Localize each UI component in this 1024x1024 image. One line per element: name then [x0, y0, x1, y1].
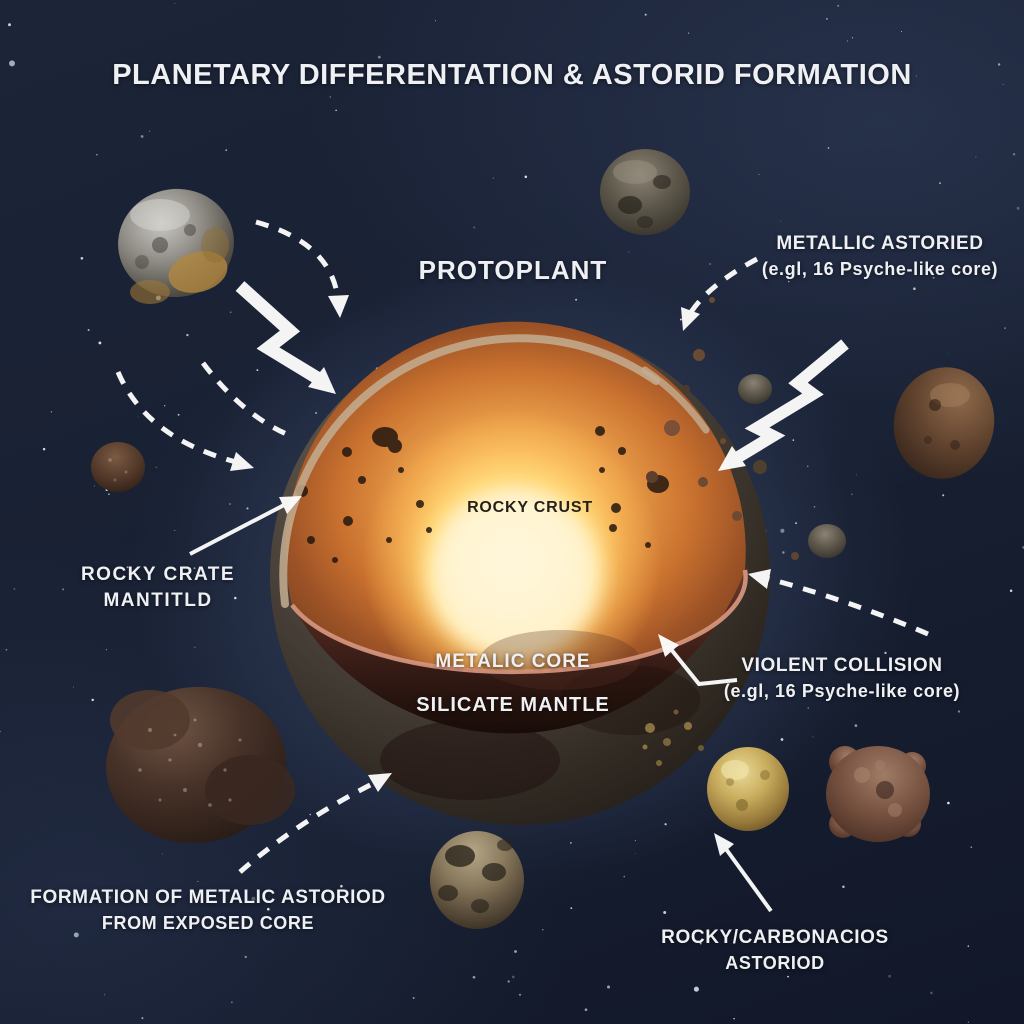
callout-rocky-carbonaceous-line1: ROCKY/CARBONACIOS — [661, 927, 889, 948]
callout-rocky-carbonaceous: ROCKY/CARBONACIOS ASTORIOD — [661, 925, 889, 976]
cut-plane-rim — [290, 569, 748, 675]
pointer-arrow-violent-collision — [668, 646, 738, 687]
debris-trail-golden — [642, 709, 704, 766]
callout-formation-line2: FROM EXPOSED CORE — [101, 913, 315, 934]
asteroid-metallic-grey-gold — [118, 188, 234, 304]
lower-hemisphere-texture — [380, 630, 700, 800]
callout-metallic-asteroid-line2: (e.gl, 16 Psyche-like core) — [761, 259, 999, 280]
impact-zigzag-arrow-right — [731, 339, 849, 465]
callout-rocky-crate-line1: ROCKY CRATE — [80, 564, 236, 585]
callout-formation-line1: FORMATION OF METALIC ASTORIOD — [30, 887, 386, 908]
asteroid-bumpy-bottom-right — [826, 746, 930, 842]
asteroid-brown-right — [893, 367, 995, 479]
callout-formation-exposed-core: FORMATION OF METALIC ASTORIOD FROM EXPOS… — [30, 885, 386, 936]
callout-violent-collision-line2: (e.gl, 16 Psyche-like core) — [723, 681, 961, 702]
asteroid-small-left — [91, 442, 145, 492]
dashed-arrow-top-left — [255, 219, 341, 301]
planet-lower-hemisphere — [292, 570, 746, 734]
arrows — [115, 219, 929, 913]
page-title: PLANETARY DIFFERENTATION & ASTORID FORMA… — [112, 59, 912, 91]
callout-metallic-asteroid-line1: METALLIC ASTORIED — [776, 233, 984, 254]
rocky-crust-label: ROCKY CRUST — [467, 499, 593, 516]
asteroid-large-dark-bottom-left — [106, 686, 295, 844]
dashed-arrow-bottom-left — [238, 779, 378, 874]
callout-rocky-crate-mantle: ROCKY CRATE MANTITLD — [81, 562, 235, 614]
asteroid-tiny-mid-right — [738, 374, 772, 404]
callout-violent-collision: VIOLENT COLLISION (e.gl, 16 Psyche-like … — [724, 653, 960, 704]
asteroid-dark-rocky-top — [600, 149, 690, 235]
callout-violent-collision-line1: VIOLENT COLLISION — [741, 655, 943, 676]
pointer-arrow-rocky-crate — [189, 501, 289, 556]
crust-cut-edge — [279, 334, 660, 608]
callout-metallic-asteroid: METALLIC ASTORIED (e.gl, 16 Psyche-like … — [762, 231, 998, 282]
asteroid-tiny-near-planet — [808, 524, 846, 558]
pointer-arrow-rocky-carbonaceous — [724, 847, 773, 913]
asteroid-golden-core — [707, 747, 789, 831]
asteroid-cratered-bottom-middle — [430, 831, 524, 929]
debris-field-right — [646, 297, 799, 560]
protoplanet-label: PROTOPLANT — [418, 255, 608, 285]
dashed-arrow-right-mid — [765, 575, 929, 637]
impact-zigzag-arrow-left — [235, 281, 323, 385]
silicate-mantle-label: SILICATE MANTLE — [416, 694, 610, 716]
metallic-core-label: METALIC CORE — [435, 651, 591, 672]
callout-rocky-carbonaceous-line2: ASTORIOD — [725, 953, 825, 974]
dashed-curve-left-inner — [201, 361, 292, 439]
crust-wedge-edge — [641, 366, 710, 434]
protoplanet-cutaway — [270, 321, 770, 825]
planet-core-glow — [296, 410, 669, 672]
callout-rocky-crate-line2: MANTITLD — [103, 590, 213, 612]
